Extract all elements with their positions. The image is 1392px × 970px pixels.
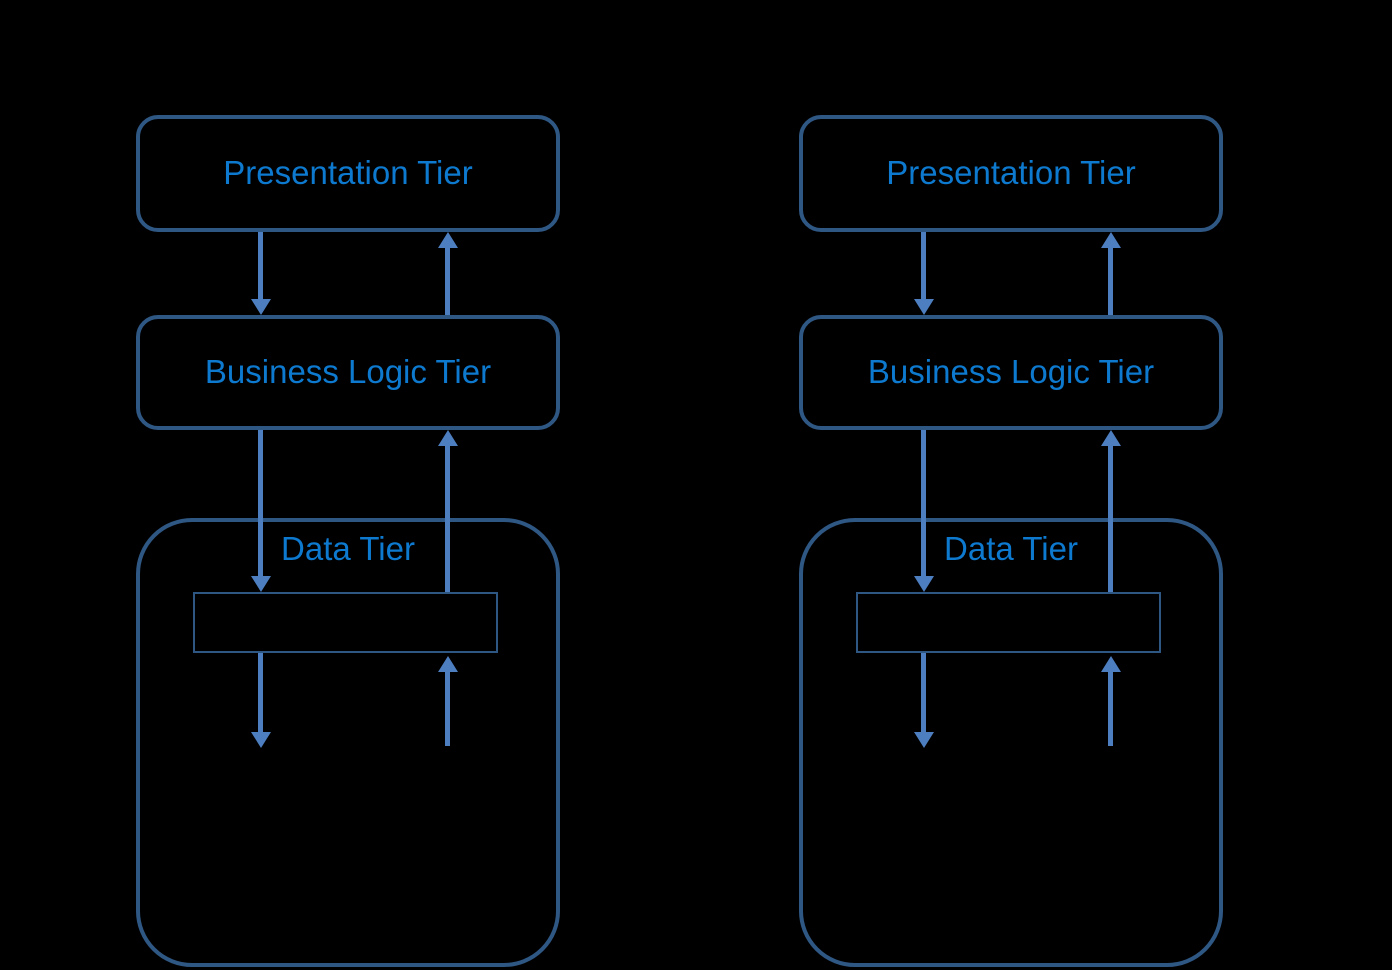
arrow-up-business-to-presentation (1108, 248, 1113, 315)
business-logic-tier-label: Business Logic Tier (204, 353, 492, 391)
presentation-tier-box: Presentation Tier (799, 115, 1223, 232)
data-tier-label: Data Tier (281, 530, 415, 567)
data-tier-label-wrap: Data Tier (799, 530, 1223, 567)
arrow-up-data-to-business (1108, 446, 1113, 592)
data-tier-box (136, 518, 560, 967)
data-tier-inner-rect (193, 592, 498, 653)
three-tier-diagram-right: Presentation Tier Business Logic Tier Da… (799, 0, 1223, 970)
arrow-down-presentation-to-business (921, 232, 926, 299)
three-tier-diagram-left: Presentation Tier Business Logic Tier Da… (136, 0, 560, 970)
arrow-down-business-to-data (921, 430, 926, 576)
business-logic-tier-box: Business Logic Tier (799, 315, 1223, 430)
data-tier-label: Data Tier (944, 530, 1078, 567)
arrow-up-into-inner-rect (1108, 672, 1113, 746)
data-tier-inner-rect (856, 592, 1161, 653)
arrow-up-into-inner-rect (445, 672, 450, 746)
arrow-down-inner-rect-out (258, 653, 263, 732)
data-tier-box (799, 518, 1223, 967)
business-logic-tier-box: Business Logic Tier (136, 315, 560, 430)
data-tier-label-wrap: Data Tier (136, 530, 560, 567)
arrow-up-data-to-business (445, 446, 450, 592)
presentation-tier-label: Presentation Tier (223, 154, 473, 192)
arrow-down-inner-rect-out (921, 653, 926, 732)
arrow-down-business-to-data (258, 430, 263, 576)
presentation-tier-label: Presentation Tier (886, 154, 1136, 192)
arrow-up-business-to-presentation (445, 248, 450, 315)
business-logic-tier-label: Business Logic Tier (867, 353, 1155, 391)
arrow-down-presentation-to-business (258, 232, 263, 299)
presentation-tier-box: Presentation Tier (136, 115, 560, 232)
